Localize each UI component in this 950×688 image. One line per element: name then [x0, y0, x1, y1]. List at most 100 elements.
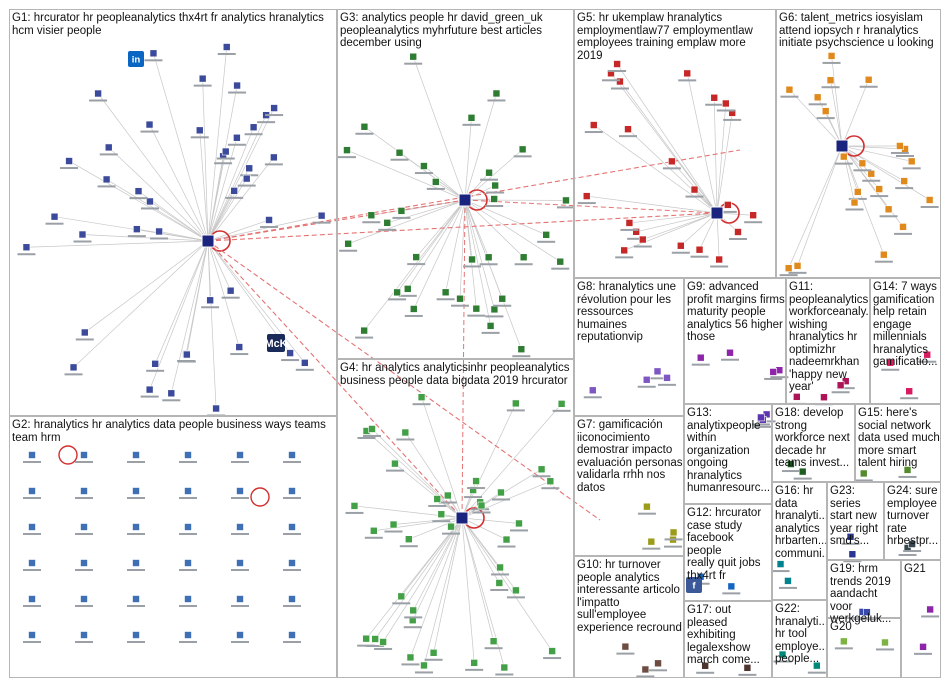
node-g2-0[interactable] [28, 451, 36, 459]
node-g4-35[interactable] [406, 653, 415, 662]
hub-node-g5[interactable] [710, 206, 724, 220]
node-g2-35[interactable] [288, 631, 296, 639]
node-g1-33[interactable] [145, 120, 154, 129]
node-g1-27[interactable] [134, 187, 143, 195]
node-g1-7[interactable] [195, 126, 204, 135]
node-g11-1[interactable] [793, 393, 801, 401]
node-g5-10[interactable] [638, 235, 647, 244]
node-g2-5[interactable] [288, 451, 296, 459]
node-g5-8[interactable] [620, 246, 629, 255]
node-g7-2[interactable] [669, 528, 678, 537]
node-g4-38[interactable] [489, 637, 498, 645]
node-g15-1[interactable] [903, 466, 912, 474]
node-g3-4[interactable] [403, 285, 412, 293]
node-g3-28[interactable] [420, 162, 428, 170]
node-g6-21[interactable] [900, 177, 908, 185]
node-g1-4[interactable] [235, 343, 244, 351]
node-g3-29[interactable] [395, 148, 404, 157]
node-g3-31[interactable] [556, 257, 565, 266]
node-g2-11[interactable] [288, 487, 296, 495]
node-g4-36[interactable] [500, 663, 509, 672]
node-g4-12[interactable] [391, 459, 399, 468]
node-g1-30[interactable] [94, 89, 102, 98]
node-g5-12[interactable] [710, 93, 719, 102]
node-g1-20[interactable] [151, 360, 159, 368]
node-g2-24[interactable] [28, 595, 36, 603]
node-g14-1[interactable] [923, 350, 932, 359]
node-g22-0[interactable] [778, 650, 787, 659]
node-g17-0[interactable] [743, 664, 752, 672]
node-g2-12[interactable] [28, 523, 36, 531]
node-g4-18[interactable] [495, 579, 504, 587]
node-g2-23[interactable] [288, 559, 296, 567]
node-g3-18[interactable] [472, 304, 481, 313]
node-g5-18[interactable] [589, 121, 598, 129]
node-g17-1[interactable] [701, 661, 709, 670]
node-g4-8[interactable] [389, 520, 398, 529]
node-g4-13[interactable] [470, 659, 478, 667]
node-g4-6[interactable] [512, 586, 520, 595]
node-g1-32[interactable] [104, 143, 113, 152]
node-g3-9[interactable] [360, 326, 368, 335]
node-g3-23[interactable] [486, 322, 495, 330]
node-g6-10[interactable] [880, 250, 888, 259]
node-g5-5[interactable] [715, 255, 723, 264]
node-g2-13[interactable] [80, 523, 88, 531]
node-g5-6[interactable] [677, 241, 685, 250]
node-g1-23[interactable] [233, 81, 241, 90]
node-g5-4[interactable] [632, 228, 640, 236]
node-g4-2[interactable] [417, 393, 426, 401]
node-g4-30[interactable] [350, 502, 359, 510]
node-g4-17[interactable] [502, 535, 511, 544]
node-g2-22[interactable] [236, 559, 244, 567]
node-g2-7[interactable] [80, 487, 88, 495]
node-g1-34[interactable] [265, 216, 273, 224]
node-g1-24[interactable] [198, 74, 207, 83]
node-g1-18[interactable] [317, 211, 326, 220]
node-g4-9[interactable] [546, 477, 555, 486]
node-g4-24[interactable] [469, 486, 477, 494]
node-g3-26[interactable] [491, 181, 499, 190]
node-g1-38[interactable] [155, 227, 163, 236]
node-g7-3[interactable] [643, 502, 651, 511]
node-g4-5[interactable] [368, 425, 376, 433]
node-g6-18[interactable] [907, 157, 916, 166]
node-g4-19[interactable] [401, 428, 410, 437]
node-g2-14[interactable] [132, 523, 140, 531]
node-g4-34[interactable] [379, 638, 387, 646]
node-g1-13[interactable] [301, 359, 309, 367]
node-g4-26[interactable] [472, 477, 480, 485]
node-g4-28[interactable] [477, 501, 486, 510]
node-g4-33[interactable] [433, 495, 442, 503]
node-g1-1[interactable] [212, 404, 220, 413]
node-g21-0[interactable] [919, 643, 927, 651]
node-g24-1[interactable] [908, 540, 916, 548]
node-g1-16[interactable] [65, 157, 73, 165]
node-g20-1[interactable] [881, 638, 889, 647]
node-g5-3[interactable] [582, 192, 591, 200]
node-g10-0[interactable] [641, 665, 650, 674]
node-g3-27[interactable] [412, 253, 421, 261]
hub-node-g1[interactable] [201, 234, 215, 248]
node-g4-14[interactable] [397, 592, 406, 601]
node-g1-39[interactable] [221, 147, 230, 156]
node-g5-7[interactable] [616, 77, 624, 86]
node-g8-0[interactable] [653, 367, 662, 376]
node-g2-30[interactable] [28, 631, 36, 639]
node-g4-39[interactable] [409, 606, 418, 615]
node-g4-27[interactable] [548, 647, 556, 655]
node-g5-1[interactable] [683, 69, 692, 78]
node-g8-3[interactable] [588, 386, 597, 395]
node-g1-9[interactable] [286, 349, 294, 357]
node-g3-33[interactable] [518, 145, 527, 154]
node-g1-14[interactable] [146, 197, 154, 206]
node-g5-17[interactable] [668, 157, 676, 166]
node-g1-11[interactable] [242, 174, 251, 183]
node-g3-25[interactable] [467, 114, 476, 122]
node-g7-1[interactable] [647, 537, 656, 546]
node-g3-10[interactable] [360, 122, 369, 131]
node-g16-0[interactable] [776, 560, 785, 568]
node-g6-3[interactable] [875, 185, 884, 193]
node-g1-10[interactable] [50, 212, 59, 221]
node-g3-24[interactable] [492, 89, 501, 98]
